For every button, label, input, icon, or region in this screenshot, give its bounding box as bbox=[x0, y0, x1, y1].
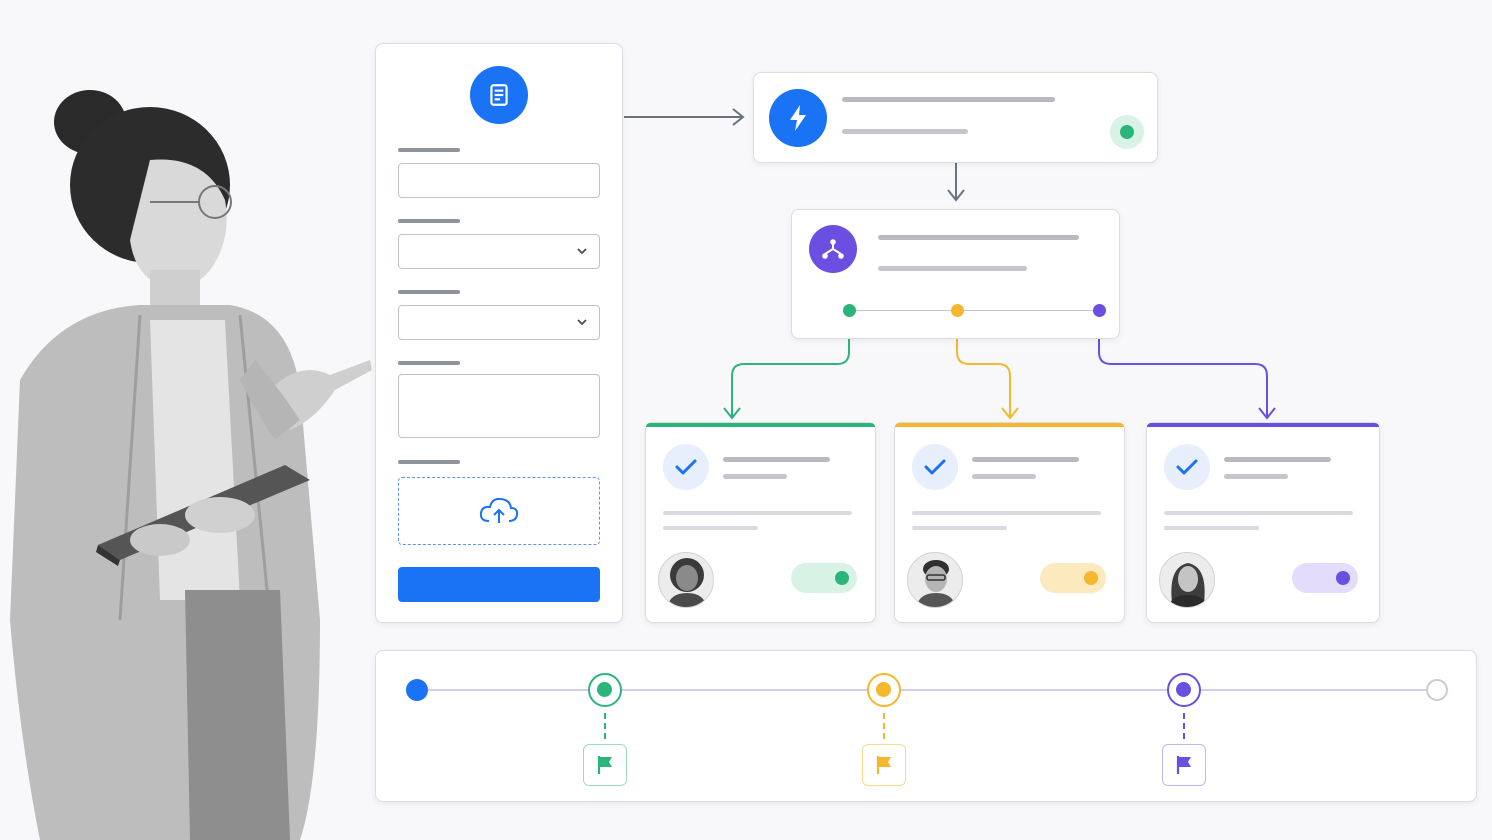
timeline-milestone-yellow[interactable] bbox=[867, 673, 901, 707]
timeline-start-marker[interactable] bbox=[406, 679, 428, 701]
task-card-yellow[interactable] bbox=[894, 422, 1125, 623]
field-label-5 bbox=[398, 460, 460, 464]
timeline-panel bbox=[375, 650, 1477, 802]
task-card-purple[interactable] bbox=[1146, 422, 1380, 623]
task-desc-bar-1 bbox=[912, 511, 1101, 515]
task-desc-bar-1 bbox=[663, 511, 852, 515]
task-title-bar bbox=[972, 457, 1079, 462]
branch-subtitle-bar bbox=[878, 266, 1027, 271]
trigger-subtitle-bar bbox=[842, 129, 968, 134]
task-card-accent bbox=[646, 423, 875, 427]
timeline-connector-green bbox=[604, 713, 606, 739]
check-icon bbox=[912, 444, 958, 490]
check-icon bbox=[1164, 444, 1210, 490]
task-subtitle-bar bbox=[972, 474, 1036, 479]
branch-output-purple[interactable] bbox=[1093, 304, 1106, 317]
flag-marker-purple[interactable] bbox=[1162, 744, 1206, 786]
task-subtitle-bar bbox=[1224, 474, 1288, 479]
task-title-bar bbox=[723, 457, 830, 462]
field-label-3 bbox=[398, 290, 460, 294]
task-desc-bar-2 bbox=[912, 526, 1007, 530]
task-title-bar bbox=[1224, 457, 1331, 462]
lightning-icon bbox=[769, 89, 827, 147]
field-label-1 bbox=[398, 148, 460, 152]
flag-icon bbox=[597, 756, 612, 774]
timeline-track bbox=[417, 689, 1437, 691]
check-icon bbox=[663, 444, 709, 490]
toggle-switch[interactable] bbox=[791, 563, 857, 593]
timeline-connector-purple bbox=[1183, 713, 1185, 739]
timeline-milestone-green[interactable] bbox=[588, 673, 622, 707]
toggle-switch[interactable] bbox=[1292, 563, 1358, 593]
branch-title-bar bbox=[878, 235, 1079, 240]
chevron-down-icon bbox=[577, 319, 587, 326]
trigger-title-bar bbox=[842, 97, 1055, 102]
submit-button[interactable] bbox=[398, 567, 600, 602]
text-input[interactable] bbox=[398, 163, 600, 198]
flag-marker-yellow[interactable] bbox=[862, 744, 906, 786]
select-dropdown-2[interactable] bbox=[398, 305, 600, 340]
textarea[interactable] bbox=[398, 374, 600, 438]
task-desc-bar-2 bbox=[1164, 526, 1259, 530]
form-card bbox=[375, 43, 623, 623]
timeline-end-marker[interactable] bbox=[1426, 679, 1448, 701]
field-label-2 bbox=[398, 219, 460, 223]
timeline-milestone-purple[interactable] bbox=[1167, 673, 1201, 707]
status-indicator bbox=[1110, 115, 1144, 149]
task-desc-bar-2 bbox=[663, 526, 758, 530]
upload-dropzone[interactable] bbox=[398, 477, 600, 545]
flag-marker-green[interactable] bbox=[583, 744, 627, 786]
task-card-accent bbox=[895, 423, 1124, 427]
branch-icon bbox=[809, 225, 857, 273]
branch-output-line bbox=[849, 310, 1100, 311]
field-label-4 bbox=[398, 361, 460, 365]
branch-node[interactable] bbox=[791, 209, 1120, 339]
flag-icon bbox=[876, 756, 891, 774]
task-card-accent bbox=[1147, 423, 1379, 427]
person-avatar-1 bbox=[658, 552, 714, 608]
branch-output-yellow[interactable] bbox=[951, 304, 964, 317]
task-card-green[interactable] bbox=[645, 422, 876, 623]
toggle-switch[interactable] bbox=[1040, 563, 1106, 593]
flag-icon bbox=[1176, 756, 1191, 774]
branch-output-green[interactable] bbox=[843, 304, 856, 317]
person-illustration bbox=[10, 90, 372, 840]
trigger-node[interactable] bbox=[753, 72, 1158, 163]
task-desc-bar-1 bbox=[1164, 511, 1353, 515]
chevron-down-icon bbox=[577, 248, 587, 255]
person-avatar-2 bbox=[907, 552, 963, 608]
cloud-upload-icon bbox=[479, 497, 519, 523]
select-dropdown-1[interactable] bbox=[398, 234, 600, 269]
timeline-connector-yellow bbox=[883, 713, 885, 739]
document-icon bbox=[470, 66, 528, 124]
task-subtitle-bar bbox=[723, 474, 787, 479]
person-avatar-3 bbox=[1159, 552, 1215, 608]
